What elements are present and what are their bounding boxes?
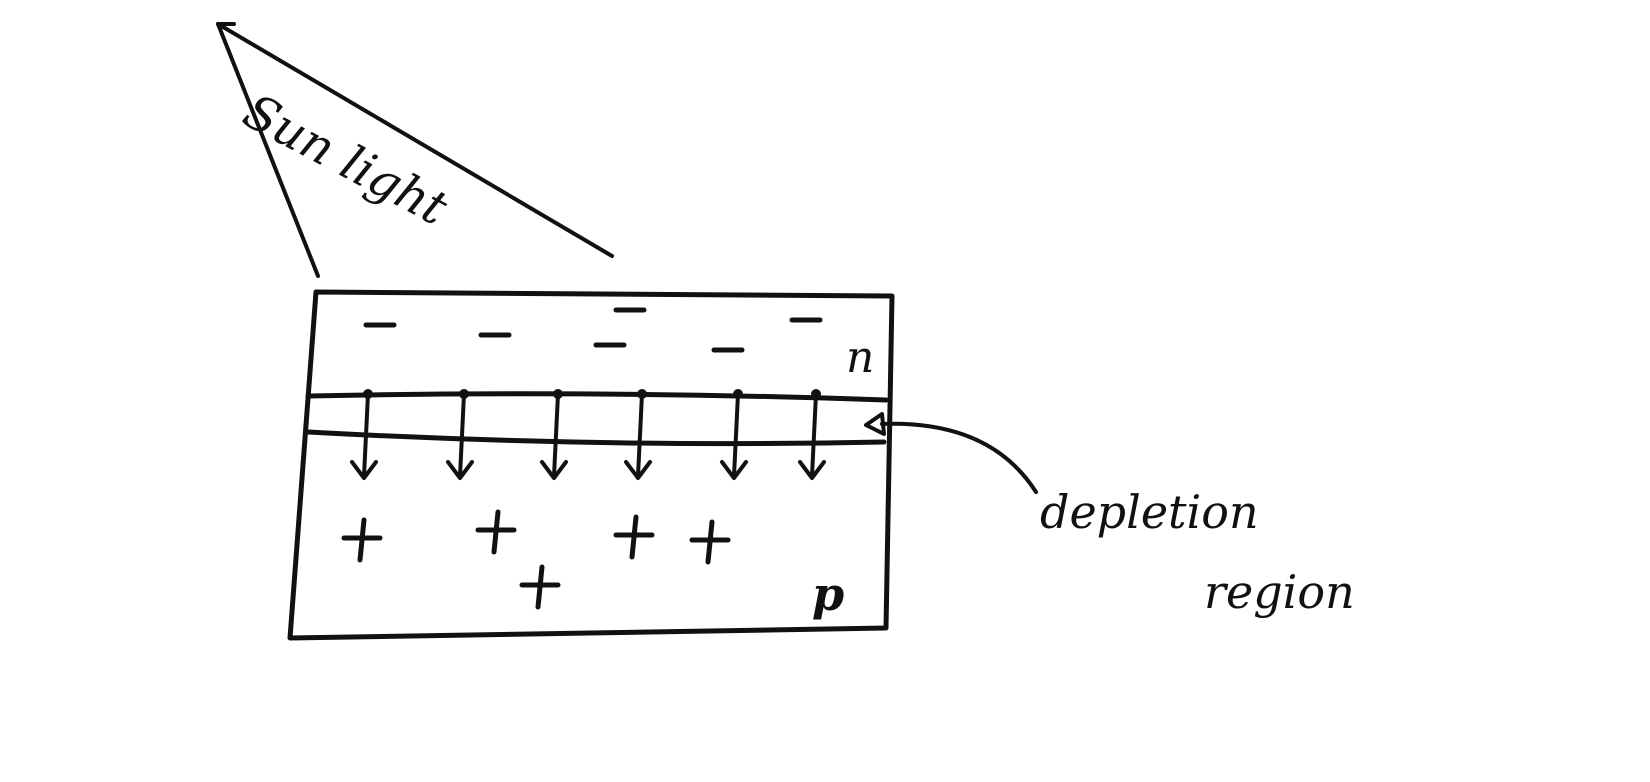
- depletion-top-edge: [305, 391, 889, 403]
- field-arrows: [350, 389, 826, 480]
- field-arrow: [798, 389, 826, 480]
- positive-charge: [613, 514, 655, 560]
- depletion-label-line2: region: [1204, 565, 1355, 619]
- depletion-callout: depletion region: [864, 412, 1355, 619]
- callout-leader-line: [880, 421, 1038, 494]
- sunlight-beam: Sun light: [216, 22, 614, 278]
- field-arrow: [540, 389, 568, 480]
- field-arrow: [446, 389, 474, 480]
- beam-right-edge: [216, 22, 614, 258]
- depletion-label-line1: depletion: [1040, 485, 1259, 539]
- negative-charges: [363, 307, 823, 353]
- junction-box: [287, 289, 895, 641]
- depletion-band: [305, 391, 889, 447]
- positive-charges: [341, 509, 731, 610]
- p-region-label: p: [812, 567, 844, 621]
- field-arrow: [720, 389, 748, 480]
- sunlight-label: Sun light: [234, 83, 457, 237]
- n-region-label: n: [846, 332, 874, 383]
- positive-charge: [519, 564, 561, 610]
- beam-left-edge: [216, 22, 320, 278]
- junction-outline: [287, 289, 895, 641]
- positive-charge: [689, 519, 731, 565]
- field-arrow: [624, 389, 652, 480]
- depletion-bottom-edge: [305, 429, 887, 447]
- positive-charge: [341, 517, 383, 563]
- field-arrow: [350, 389, 378, 480]
- p-region: p: [341, 509, 844, 621]
- positive-charge: [475, 509, 517, 555]
- n-region: n: [363, 307, 874, 383]
